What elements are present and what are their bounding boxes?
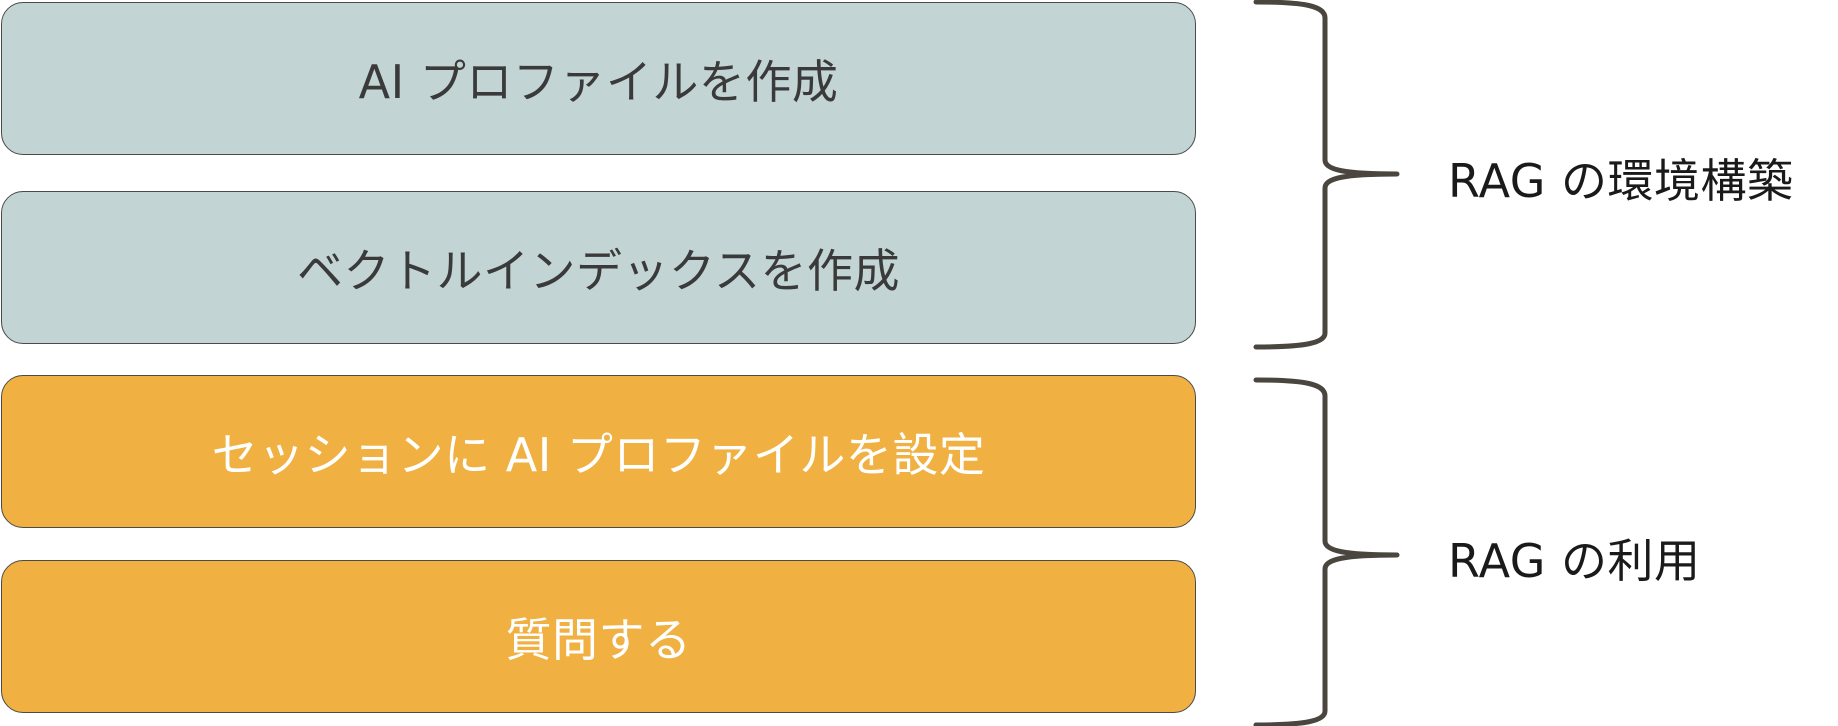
step-create-vector-index: ベクトルインデックスを作成 [1, 191, 1196, 344]
right-brace-setup [1253, 0, 1400, 350]
step-ask-question: 質問する [1, 560, 1196, 713]
group-label-usage: RAG の利用 [1448, 534, 1701, 588]
step-label: ベクトルインデックスを作成 [296, 243, 901, 298]
step-create-ai-profile: AI プロファイルを作成 [1, 2, 1196, 155]
right-brace-usage [1253, 377, 1400, 726]
step-set-ai-profile-session: セッションに AI プロファイルを設定 [1, 375, 1196, 528]
step-label: 質問する [505, 612, 692, 667]
step-label: セッションに AI プロファイルを設定 [211, 427, 986, 482]
group-label-setup: RAG の環境構築 [1448, 154, 1794, 208]
step-label: AI プロファイルを作成 [358, 54, 839, 109]
